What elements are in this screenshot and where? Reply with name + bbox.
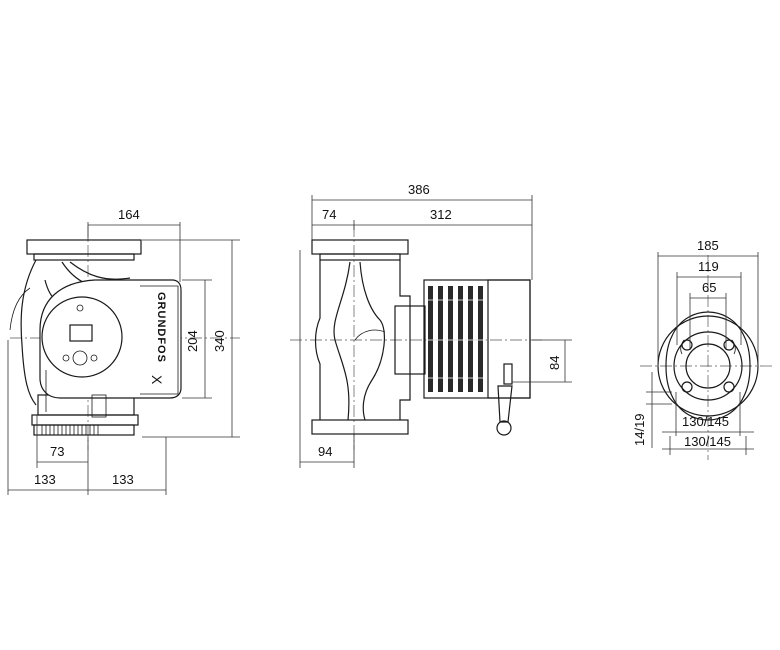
motor-side <box>423 279 531 436</box>
flange-square-contour <box>665 311 751 421</box>
dim-74-label: 74 <box>322 207 336 222</box>
top-flange <box>26 239 142 255</box>
dim-164-label: 164 <box>118 207 140 222</box>
control-box-side <box>140 285 179 395</box>
flange-bore <box>685 343 731 389</box>
control-box: GRUNDFOS X <box>39 279 182 418</box>
dim-185-label: 185 <box>697 238 719 253</box>
motor-end-cap <box>487 279 531 399</box>
dim-94-label: 94 <box>318 444 332 459</box>
slot-2 <box>731 339 736 355</box>
control-dial-ring <box>41 296 123 378</box>
cooling-fins-bottom <box>41 425 99 435</box>
dim-73-label: 73 <box>50 444 64 459</box>
dim-130-145-a-label: 130/145 <box>682 414 729 429</box>
flange-inner-ring <box>673 331 743 401</box>
pump-body-side <box>311 239 426 435</box>
volute-curve-2 <box>69 261 131 280</box>
bolt-hole-4 <box>723 381 735 393</box>
dim-119-label: 119 <box>698 259 719 274</box>
front-view: GRUNDFOS X 164 204 340 73 <box>7 207 240 495</box>
brand-logo-mark: X <box>149 375 165 385</box>
brand-logo-text: GRUNDFOS <box>155 292 167 363</box>
dim-130-145-b-label: 130/145 <box>684 434 731 449</box>
flange-view: 185 119 65 14/19 130/145 130/145 <box>632 238 775 460</box>
motor-neck <box>394 305 426 375</box>
side-volute-curve-2 <box>359 261 385 421</box>
control-button <box>72 350 88 366</box>
connector-plug <box>503 363 513 385</box>
flange-dimensions: 185 119 65 14/19 130/145 130/145 <box>632 238 759 455</box>
dim-84-label: 84 <box>547 356 562 370</box>
dim-133-left-label: 133 <box>34 472 56 487</box>
side-inner-curve <box>354 329 386 341</box>
dim-14-19-label: 14/19 <box>632 413 647 446</box>
side-body-right <box>399 260 411 420</box>
side-top-flange-neck <box>319 253 401 261</box>
top-flange-neck <box>33 253 135 261</box>
front-dimensions: 164 204 340 73 133 133 <box>7 207 240 495</box>
cable-gland <box>91 394 107 418</box>
control-box-outline <box>39 279 182 399</box>
side-top-flange <box>311 239 409 255</box>
side-volute-curve-1 <box>333 261 351 421</box>
indicator-light-1 <box>62 354 70 362</box>
housing-left-contour <box>20 259 37 406</box>
housing-bulge <box>9 287 31 331</box>
cable-gland-side <box>497 385 513 423</box>
side-bottom-flange <box>311 419 409 435</box>
side-body-left <box>314 260 321 420</box>
slot-1 <box>680 339 685 355</box>
indicator-light-3 <box>76 304 84 312</box>
dim-133-right-label: 133 <box>112 472 134 487</box>
bolt-hole-1 <box>681 339 693 351</box>
side-view: 386 74 312 84 94 <box>290 182 572 468</box>
bottom-flange-lower <box>33 424 135 436</box>
indicator-light-2 <box>90 354 98 362</box>
bottom-flange <box>31 414 139 426</box>
bolt-hole-3 <box>681 381 693 393</box>
dim-204-label: 204 <box>185 330 200 352</box>
dim-340-label: 340 <box>212 330 227 352</box>
dim-312-label: 312 <box>430 207 452 222</box>
display-window <box>69 324 93 342</box>
side-dimensions: 386 74 312 84 94 <box>299 182 572 468</box>
dim-65-label: 65 <box>702 280 716 295</box>
bolt-hole-2 <box>723 339 735 351</box>
dim-386-label: 386 <box>408 182 430 197</box>
motor-cooling-fins <box>426 286 486 392</box>
cable-end <box>496 420 512 436</box>
pump-housing <box>9 239 142 436</box>
